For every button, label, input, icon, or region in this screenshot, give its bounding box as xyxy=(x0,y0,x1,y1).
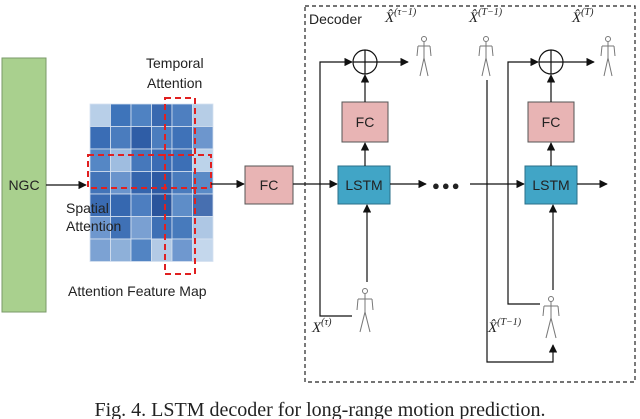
heatmap-cell xyxy=(110,148,132,172)
heatmap-cell xyxy=(89,148,111,172)
heatmap-cell xyxy=(130,216,152,240)
heatmap-cell xyxy=(192,238,214,262)
skeleton-output1-icon xyxy=(416,36,432,77)
fc-main-block xyxy=(244,165,294,205)
output1-label: X̂(τ−1) xyxy=(384,7,417,26)
heatmap-cell xyxy=(130,171,152,195)
heatmap-cell xyxy=(171,148,193,172)
ngc-label: NGC xyxy=(8,177,39,193)
lstm2-label: LSTM xyxy=(532,177,569,193)
heatmap-cell xyxy=(151,193,173,217)
input1-label: X(τ) xyxy=(311,317,332,336)
lstm1-label: LSTM xyxy=(345,177,382,193)
heatmap-cell xyxy=(151,126,173,150)
spatial-attention-label-1: Spatial xyxy=(66,200,109,216)
heatmap-cell xyxy=(151,148,173,172)
spatial-attention-label-2: Attention xyxy=(66,218,121,234)
skip-connection-1 xyxy=(319,57,353,317)
lstm1-block xyxy=(337,165,391,205)
spatial-attention-box xyxy=(87,154,212,189)
heatmap-cell xyxy=(130,148,152,172)
output3-label: X̂(T) xyxy=(571,7,594,26)
temporal-attention-label-2: Attention xyxy=(147,75,202,91)
fc-dec1-label: FC xyxy=(356,114,375,130)
skeleton-input2-icon xyxy=(542,296,560,339)
heatmap-cell xyxy=(89,171,111,195)
input2-label: X̂(T−1) xyxy=(487,317,522,336)
heatmap-cell xyxy=(171,238,193,262)
heatmap-cell xyxy=(130,193,152,217)
decoder-region xyxy=(304,5,636,383)
heatmap-cell xyxy=(89,103,111,127)
heatmap-cell xyxy=(130,126,152,150)
heatmap-cell xyxy=(171,126,193,150)
feature-map-label: Attention Feature Map xyxy=(68,283,207,299)
skip-connection-2 xyxy=(507,57,540,305)
heatmap-cell xyxy=(89,126,111,150)
ellipsis-dots: ●●● xyxy=(432,178,462,193)
temporal-attention-box xyxy=(164,97,196,275)
heatmap-cell xyxy=(110,171,132,195)
lstm2-block xyxy=(524,165,578,205)
heatmap-cell xyxy=(130,103,152,127)
heatmap-cell xyxy=(110,238,132,262)
heatmap-cell xyxy=(110,193,132,217)
heatmap-cell xyxy=(171,171,193,195)
skeleton-input1-icon xyxy=(356,288,374,333)
heatmap-cell xyxy=(89,238,111,262)
heatmap-cell xyxy=(110,103,132,127)
figure-caption: Fig. 4. LSTM decoder for long-range moti… xyxy=(94,399,545,419)
fc-dec2-label: FC xyxy=(542,114,561,130)
skeleton-output3-icon xyxy=(600,36,616,77)
heatmap-cell xyxy=(151,171,173,195)
decoder-label: Decoder xyxy=(309,11,362,27)
heatmap-cell xyxy=(130,238,152,262)
output2-label: X̂(T−1) xyxy=(468,7,503,26)
fc-main-label: FC xyxy=(260,177,279,193)
heatmap-cell xyxy=(151,216,173,240)
heatmap-cell xyxy=(171,103,193,127)
heatmap-cell xyxy=(151,238,173,262)
attention-feature-map xyxy=(89,103,214,262)
skeleton-output2-icon xyxy=(478,36,494,77)
heatmap-cell xyxy=(171,216,193,240)
fc-dec2-block xyxy=(527,101,575,143)
ngc-block xyxy=(1,57,47,313)
heatmap-cell xyxy=(171,193,193,217)
heatmap-cell xyxy=(110,126,132,150)
temporal-attention-label-1: Temporal xyxy=(146,55,204,71)
heatmap-cell xyxy=(151,103,173,127)
feedback-loop xyxy=(486,80,558,363)
